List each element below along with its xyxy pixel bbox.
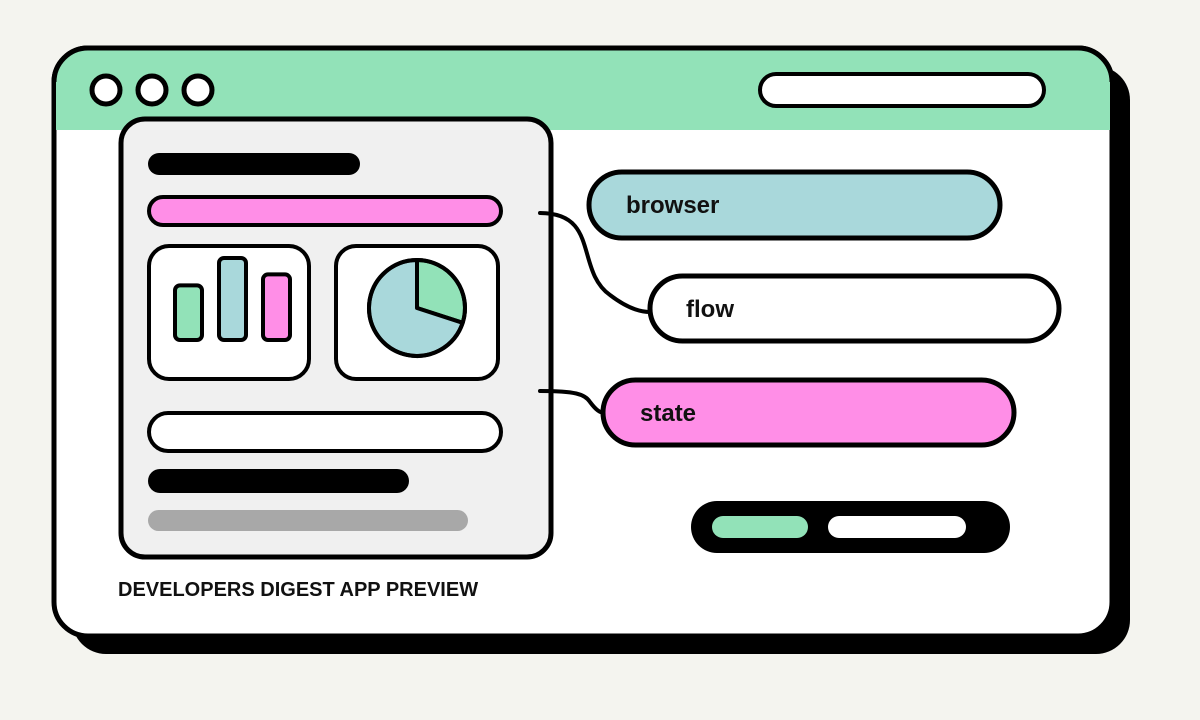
window-control-circle-icon[interactable]	[89, 73, 123, 107]
window-control-circle-icon[interactable]	[181, 73, 215, 107]
title-bar	[56, 50, 1110, 130]
flow-tag-label: flow	[686, 296, 734, 323]
toggle-inactive-segment[interactable]	[828, 516, 966, 538]
flow-connector	[538, 211, 652, 314]
window-control-circle-icon[interactable]	[135, 73, 169, 107]
address-bar[interactable]	[758, 72, 1046, 108]
title-bar-outline	[51, 45, 1115, 83]
state-tag[interactable]	[600, 377, 1017, 448]
subtext-line-placeholder	[148, 510, 468, 531]
toggle-active-segment[interactable]	[712, 516, 808, 538]
pink-bar	[147, 195, 503, 227]
app-preview-caption: DEVELOPERS DIGEST APP PREVIEW	[118, 579, 478, 601]
mini-bar-2	[217, 256, 248, 342]
browser-tag-label: browser	[626, 192, 719, 219]
heading-placeholder	[148, 153, 360, 175]
text-line-placeholder	[148, 469, 409, 493]
mini-bar-1	[173, 283, 204, 343]
mini-bar-3	[261, 272, 292, 342]
state-tag-label: state	[640, 400, 696, 427]
mini-pie-chart	[367, 258, 467, 358]
white-input-bar[interactable]	[147, 411, 503, 453]
browser-tag[interactable]	[586, 169, 1003, 241]
flow-tag[interactable]	[647, 273, 1062, 344]
mini-bar-chart	[173, 256, 292, 343]
mini-pie-outline	[367, 258, 467, 358]
